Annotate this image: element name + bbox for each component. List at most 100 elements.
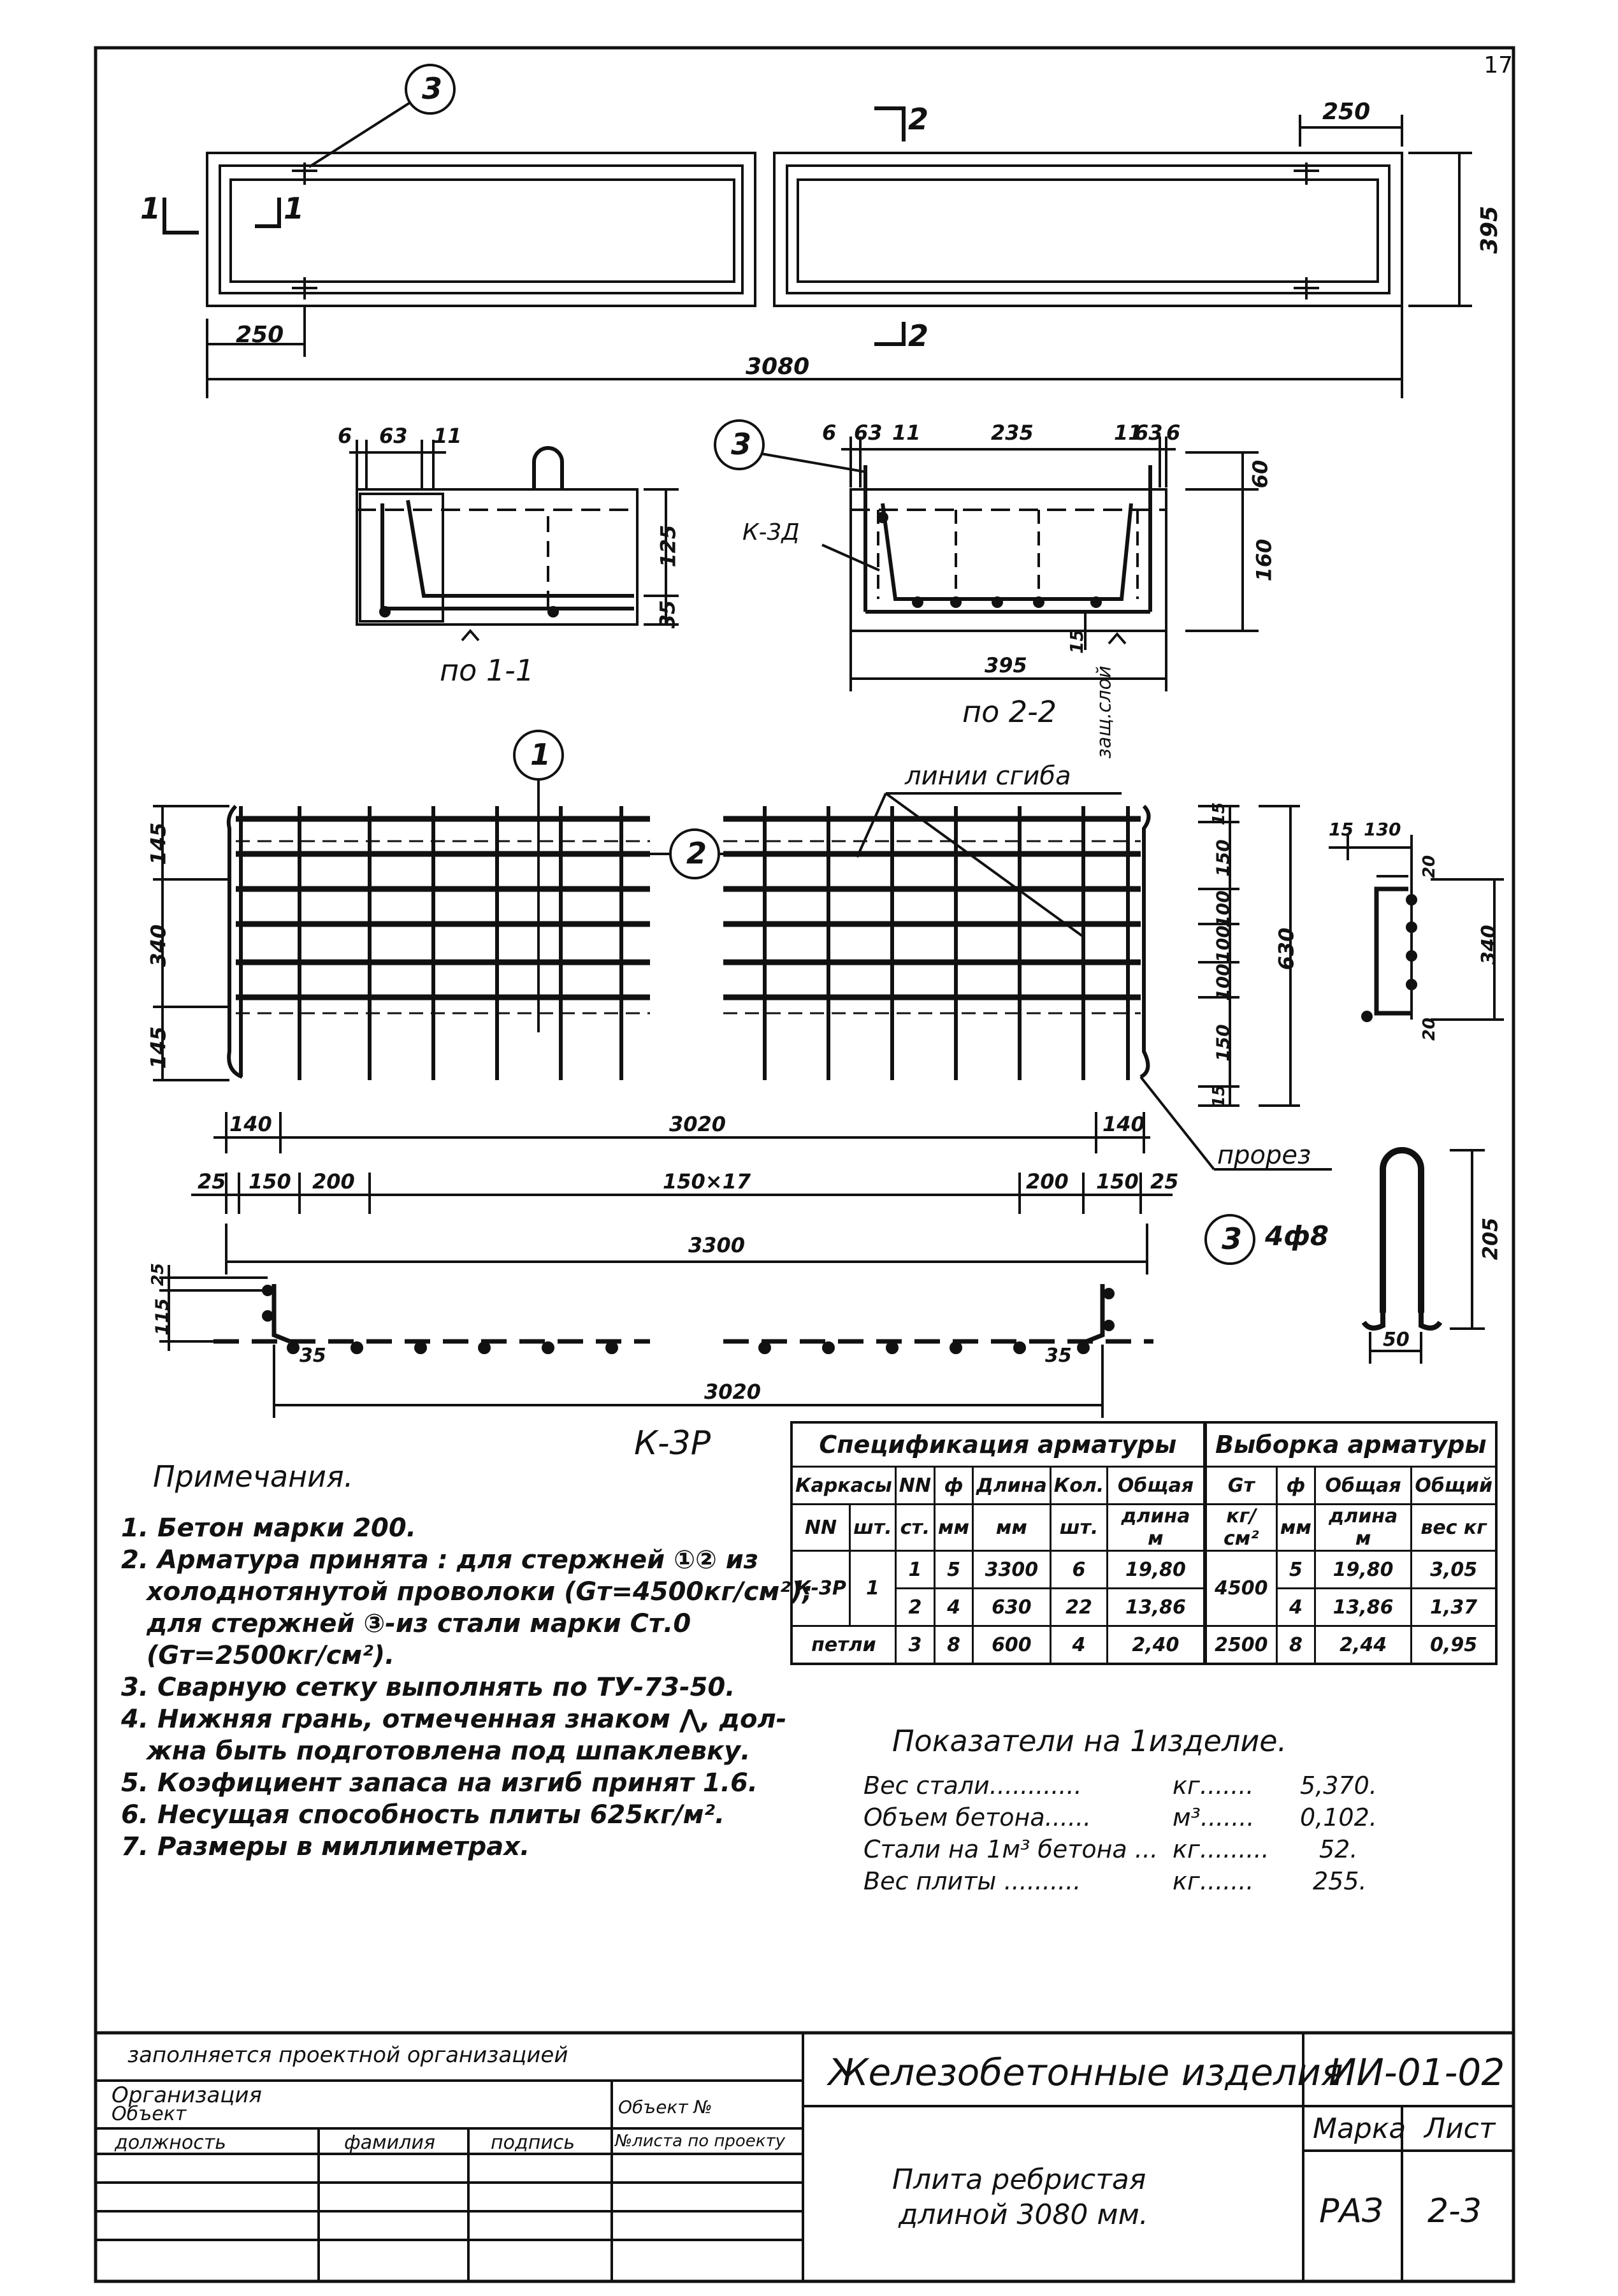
tb-filled-by: заполняется проектной организацией xyxy=(127,2042,568,2068)
table-cell: 5 xyxy=(1275,1550,1316,1589)
table-row: К-3Р 1 1 5 3300 6 19,80 4500 5 19,80 3,0… xyxy=(790,1550,1498,1627)
loop-label: 4ф8 xyxy=(1265,1220,1329,1252)
mesh-plan xyxy=(153,730,1332,1274)
table-cell: 4500 xyxy=(1203,1550,1278,1627)
table-cell: 3300 xyxy=(972,1550,1051,1589)
tb-position: должность xyxy=(115,2132,226,2154)
table-cell: 4 xyxy=(1049,1625,1109,1665)
mesh-dim-140-right: 140 xyxy=(1102,1112,1145,1136)
mesh-dim-140-left: 140 xyxy=(229,1112,272,1136)
spec-title-left: Спецификация арматуры xyxy=(790,1421,1206,1468)
fold-dim-20-bottom: 20 xyxy=(1420,1017,1440,1041)
mesh-dim-145-top: 145 xyxy=(146,822,171,865)
page-number: 17 xyxy=(1484,52,1513,78)
indicator-label: Вес плиты .......... xyxy=(863,1867,1081,1895)
label-k3d: К-3Д xyxy=(742,519,800,545)
spec-sh-mm2: мм xyxy=(972,1503,1051,1552)
note-2-line-3: для стержней ③-из стали марки Ст.0 xyxy=(147,1609,691,1638)
fold-dim-15: 15 xyxy=(1329,819,1354,840)
table-cell: 19,80 xyxy=(1106,1550,1206,1589)
row-dim-200-left: 200 xyxy=(312,1169,355,1194)
dim-250-right: 250 xyxy=(1322,99,1371,125)
elevation-caption: К-3Р xyxy=(634,1424,711,1462)
spec-sh-len-m2: длина м xyxy=(1313,1503,1413,1552)
table-cell: 2 xyxy=(894,1587,935,1627)
dim-395: 395 xyxy=(1477,205,1503,254)
tb-signature: подпись xyxy=(491,2132,575,2154)
note-4-line-1: 4. Нижняя грань, отмеченная знаком ⋀, до… xyxy=(121,1705,787,1734)
loop-dim-50: 50 xyxy=(1383,1329,1410,1351)
table-cell: 8 xyxy=(933,1625,974,1665)
spec-h-qty: Кол. xyxy=(1049,1466,1109,1505)
row-dim-150-left: 150 xyxy=(249,1169,291,1194)
tb-object: Объект xyxy=(112,2103,187,2125)
s2-dim-6-right: 6 xyxy=(1166,421,1181,445)
title-block-lines xyxy=(96,2031,1513,2281)
indicator-label: Стали на 1м³ бетона ... xyxy=(863,1835,1159,1863)
spec-sh-mm3: мм xyxy=(1275,1503,1316,1552)
s2-dim-63-left: 63 xyxy=(854,421,883,445)
tb-product-line1: Плита ребристая xyxy=(892,2163,1146,2196)
mesh-dim-145-bottom: 145 xyxy=(146,1026,171,1069)
mesh-dim-630: 630 xyxy=(1274,927,1299,971)
table-cell: 1 xyxy=(894,1550,935,1589)
mesh-dim-100-c: 100 xyxy=(1212,964,1234,1001)
table-cell: 3 xyxy=(894,1625,935,1665)
row-dim-200-right: 200 xyxy=(1026,1169,1069,1194)
table-cell: К-3Р xyxy=(790,1550,851,1627)
row-dim-25-left: 25 xyxy=(198,1169,226,1194)
spec-title-right: Выборка арматуры xyxy=(1203,1421,1498,1468)
mesh-dim-100-a: 100 xyxy=(1212,890,1234,928)
fold-dim-340: 340 xyxy=(1477,925,1500,965)
tb-surname: фамилия xyxy=(344,2132,435,2154)
spec-h-nn: NN xyxy=(894,1466,935,1505)
s2-dim-11-left: 11 xyxy=(892,421,921,445)
elev-dim-3020: 3020 xyxy=(704,1380,762,1404)
spec-h-frames: Каркасы xyxy=(790,1466,897,1505)
table-cell: 22 xyxy=(1049,1587,1109,1627)
indicator-value: 255. xyxy=(1313,1867,1367,1895)
spec-sh-len-m: длина м xyxy=(1106,1503,1206,1552)
spec-sh-weight-kg: вес кг xyxy=(1410,1503,1498,1552)
indicator-unit: кг......... xyxy=(1173,1835,1269,1863)
tb-main-title: Железобетонные изделия xyxy=(828,2051,1343,2094)
tb-product-line2: длиной 3080 мм. xyxy=(899,2199,1148,2231)
table-cell: 19,80 xyxy=(1313,1550,1413,1589)
mesh-dim-15-top: 15 xyxy=(1210,802,1229,826)
cover-layer-label: защ.слой xyxy=(1093,665,1116,759)
fold-detail xyxy=(1329,835,1504,1022)
spec-sh-pcs2: шт. xyxy=(1049,1503,1109,1552)
note-4-line-2: жна быть подготовлена под шпаклевку. xyxy=(147,1736,751,1766)
spec-table: Спецификация арматуры Выборка арматуры К… xyxy=(790,1421,1498,1665)
section-2-top-mark: 2 xyxy=(908,102,929,136)
elev-dim-35-left: 35 xyxy=(300,1345,326,1367)
mesh-dim-3020: 3020 xyxy=(669,1112,726,1136)
dim-250-left: 250 xyxy=(236,322,284,348)
section-2-bottom-mark: 2 xyxy=(908,319,929,353)
table-cell: 8 xyxy=(1275,1625,1316,1665)
table-cell: 2,44 xyxy=(1313,1625,1413,1665)
note-5: 5. Коэфициент запаса на изгиб принят 1.6… xyxy=(121,1768,758,1798)
tb-org: Организация xyxy=(112,2083,262,2108)
elev-dim-35-right: 35 xyxy=(1045,1345,1072,1367)
row-dim-150x17: 150×17 xyxy=(663,1169,751,1194)
spec-h-total-len2: Общая xyxy=(1313,1466,1413,1505)
section-1-left-mark: 1 xyxy=(140,191,161,226)
elevation-k3p xyxy=(159,1265,1153,1418)
table-cell: 5 xyxy=(933,1550,974,1589)
table-cell: 2500 xyxy=(1203,1625,1278,1665)
plan-view xyxy=(163,64,1472,398)
tb-marka-value: РАЗ xyxy=(1319,2192,1383,2230)
tb-marka-label: Марка xyxy=(1313,2112,1406,2145)
table-row: 2 4 630 22 13,86 4 13,86 1,37 xyxy=(791,1587,1498,1627)
table-cell: 0,95 xyxy=(1410,1625,1498,1665)
fold-lines-label: линии сгиба xyxy=(905,762,1071,791)
note-2-line-4: (Gт=2500кг/см²). xyxy=(147,1641,395,1670)
tb-sheet-of-project: №листа по проекту xyxy=(615,2132,786,2151)
s1-dim-125: 125 xyxy=(656,524,681,568)
note-1: 1. Бетон марки 200. xyxy=(121,1513,416,1543)
s2-dim-395: 395 xyxy=(985,653,1027,677)
note-6: 6. Несущая способность плиты 625кг/м². xyxy=(121,1800,725,1830)
elev-dim-115: 115 xyxy=(151,1298,173,1336)
mesh-dim-340: 340 xyxy=(146,924,171,967)
